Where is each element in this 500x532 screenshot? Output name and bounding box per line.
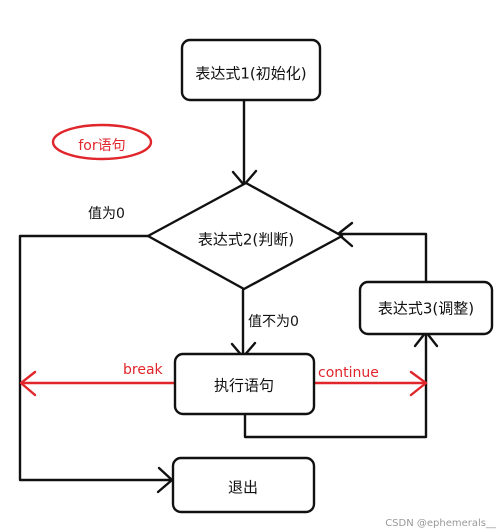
for-badge-oval <box>51 123 153 161</box>
watermark: CSDN @ephemerals__ <box>385 518 497 529</box>
node-exit-label: 退出 <box>228 479 258 497</box>
edge-label-nonzero: 值不为0 <box>248 314 299 330</box>
node-exit: 退出 <box>171 456 316 514</box>
decision-expression-2-diamond <box>146 181 344 291</box>
edge-label-continue: continue <box>318 365 379 381</box>
node-expression-3-box <box>358 280 494 336</box>
edge-exec-to-expr3 <box>243 332 428 439</box>
for-badge: for语句 <box>51 123 153 161</box>
decision-expression-2: 表达式2(判断) <box>146 181 344 291</box>
node-expression-3-label: 表达式3(调整) <box>378 300 474 318</box>
node-expression-1-box <box>180 38 322 102</box>
node-exit-box <box>171 456 316 514</box>
node-execute: 执行语句 <box>173 352 316 416</box>
node-expression-3: 表达式3(调整) <box>358 280 494 336</box>
node-expression-1-label: 表达式1(初始化) <box>195 65 306 83</box>
node-execute-box <box>173 352 316 416</box>
for-badge-label: for语句 <box>78 138 125 154</box>
arrowhead-break <box>19 370 37 397</box>
decision-expression-2-label: 表达式2(判断) <box>198 231 294 249</box>
node-expression-1: 表达式1(初始化) <box>180 38 322 102</box>
node-execute-label: 执行语句 <box>214 377 274 395</box>
arrowhead-continue <box>409 370 428 397</box>
edge-expr2-zero-to-exit <box>18 234 172 482</box>
edge-label-zero: 值为0 <box>88 206 125 222</box>
edge-expr3-to-expr2 <box>338 232 428 285</box>
red-connectors <box>19 370 428 397</box>
edge-label-break: break <box>123 362 164 378</box>
